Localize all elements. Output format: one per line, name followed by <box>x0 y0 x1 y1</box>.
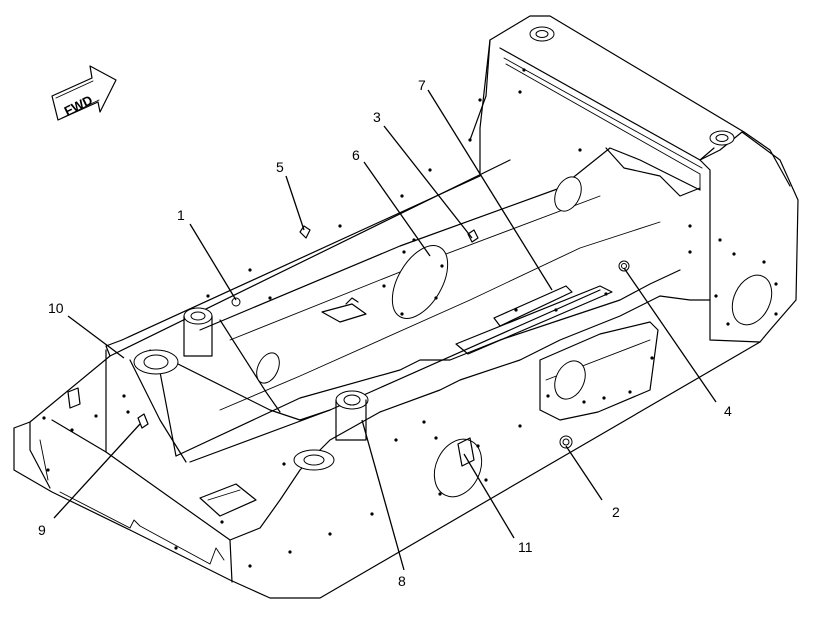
forward-arrow-icon <box>51 65 117 121</box>
callout-9: 9 <box>38 522 46 538</box>
leader-9 <box>53 423 141 519</box>
frame-outline <box>13 131 799 599</box>
pad-center <box>335 390 369 441</box>
pad-top-rear-right <box>709 130 735 146</box>
callout-2: 2 <box>612 504 620 520</box>
fwd-arrow: FWD <box>51 65 117 121</box>
leader-4 <box>623 267 717 403</box>
callout-7: 7 <box>418 77 426 93</box>
leader-5 <box>285 175 305 231</box>
pad-bottom <box>293 449 335 471</box>
leader-6 <box>363 161 431 257</box>
callout-4: 4 <box>724 403 732 419</box>
callout-3: 3 <box>373 109 381 125</box>
callout-1: 1 <box>177 207 185 223</box>
callout-6: 6 <box>352 147 360 163</box>
leader-8 <box>361 419 405 571</box>
frame-drawing <box>13 15 799 599</box>
fwd-label: FWD <box>62 92 95 118</box>
leader-11 <box>463 453 515 539</box>
callout-labels: 1 2 3 4 5 6 7 8 9 10 11 <box>38 77 732 589</box>
bolt-holes <box>42 68 778 568</box>
leader-3 <box>383 125 473 239</box>
callout-5: 5 <box>276 159 284 175</box>
leader-2 <box>565 445 603 501</box>
leader-1 <box>189 223 237 301</box>
leader-10 <box>67 315 125 359</box>
callout-10: 10 <box>48 300 64 316</box>
pad-top-rear-left <box>529 26 555 42</box>
leader-7 <box>427 89 553 291</box>
pad-left-rear <box>133 349 179 375</box>
leader-lines <box>53 89 717 571</box>
callout-8: 8 <box>398 573 406 589</box>
pad-left-front <box>183 307 213 357</box>
callout-11: 11 <box>518 539 533 555</box>
